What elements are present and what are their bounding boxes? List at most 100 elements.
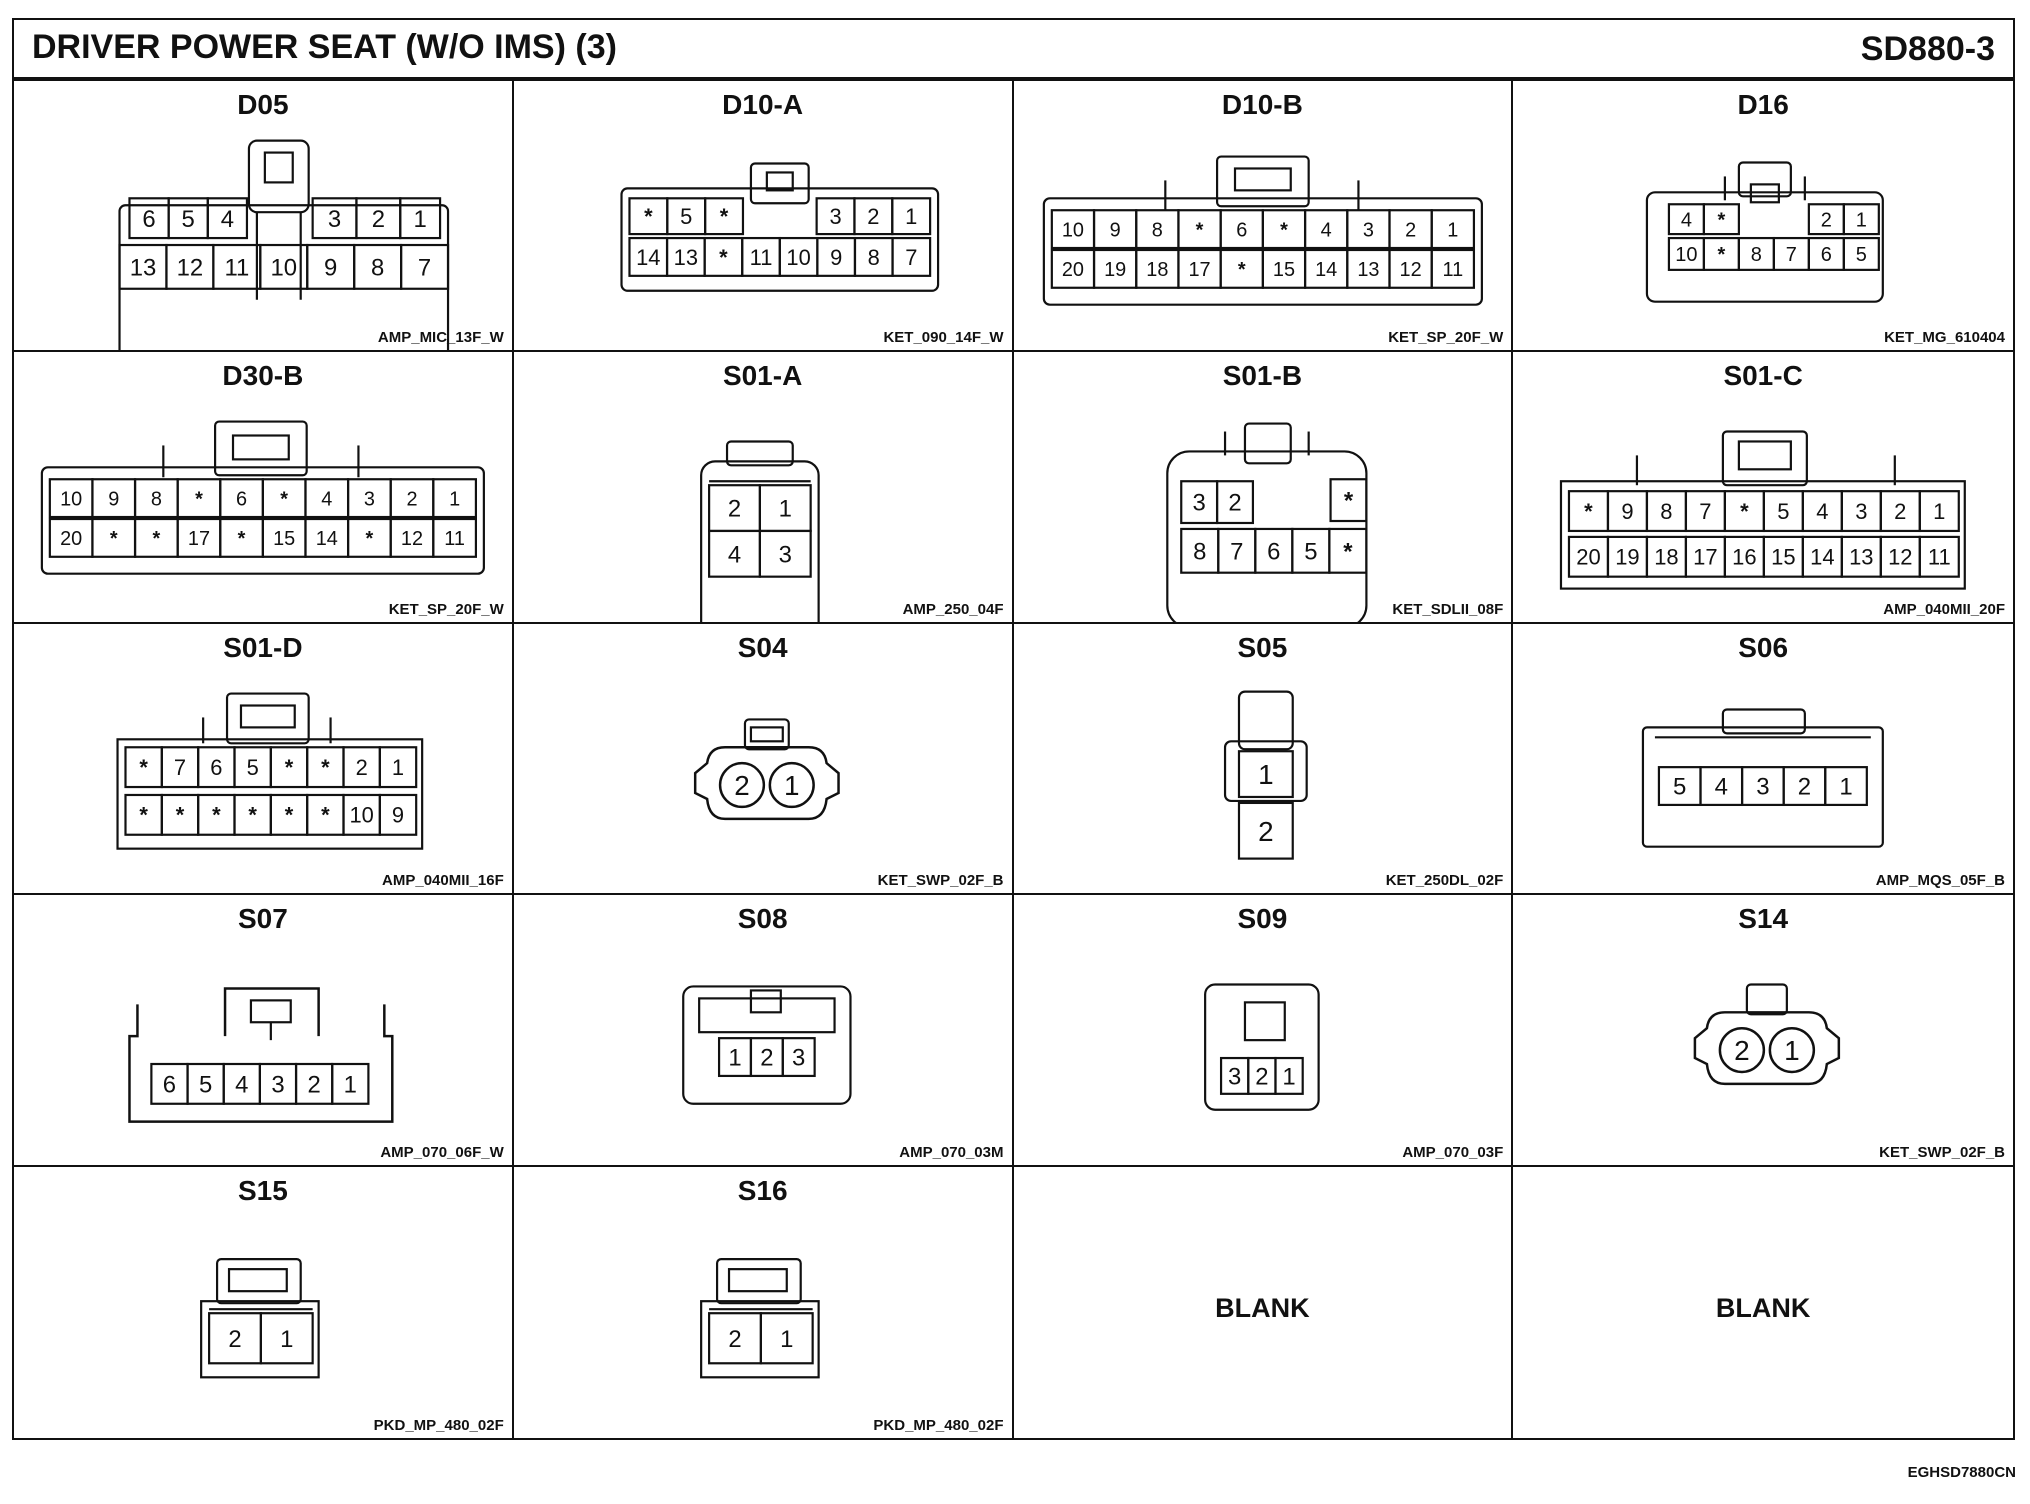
pin-label: 2 [1894, 499, 1906, 524]
pin-label: 13 [1849, 545, 1873, 570]
connector-name: S04 [737, 631, 788, 663]
pin-label: * [720, 204, 729, 229]
pin-label: * [285, 803, 294, 828]
pin-label: 3 [364, 489, 375, 511]
pin-label: 11 [224, 254, 249, 281]
pin-label: 11 [749, 245, 772, 270]
pin-label: 5 [199, 1072, 212, 1099]
pin-label: 6 [1267, 539, 1280, 566]
pin-cell [1237, 801, 1294, 860]
pin-label: * [1280, 219, 1288, 241]
pin-label: 11 [1928, 545, 1951, 570]
pin-label: 1 [1258, 759, 1274, 790]
pin-label: 4 [728, 542, 741, 569]
pin-label: 2 [1228, 490, 1241, 517]
pin-cell [1703, 203, 1741, 236]
blank-label: BLANK [1715, 1292, 1811, 1323]
pin-cell [378, 793, 418, 836]
connector-part-number: KET_SDLII_08F [1392, 600, 1504, 618]
pin-label: * [366, 528, 374, 550]
pin-label: * [176, 803, 185, 828]
pin-label: 3 [1756, 773, 1769, 800]
pin-label: 2 [728, 496, 741, 523]
pin-label: 3 [1855, 499, 1867, 524]
pin-label: 2 [372, 206, 385, 233]
connector-part-number: KET_SP_20F_W [1388, 329, 1504, 347]
pin-label: 7 [1786, 244, 1797, 266]
pin-circle [1768, 1027, 1816, 1074]
pin-label: 9 [108, 489, 119, 511]
pin-label: 1 [1840, 773, 1853, 800]
pin-label: * [321, 803, 330, 828]
pin-cell [331, 1063, 370, 1106]
pin-label: 4 [321, 489, 332, 511]
pin-label: 3 [1192, 490, 1205, 517]
pin-label: * [152, 528, 160, 550]
pin-label: 1 [414, 206, 427, 233]
blank-cell: BLANK [1513, 1167, 2013, 1438]
pin-label: 7 [1700, 499, 1712, 524]
pin-label: 8 [151, 489, 162, 511]
connector-name: S01-B [1222, 360, 1303, 392]
pin-label: 5 [247, 755, 259, 780]
pin-label: 3 [1362, 219, 1373, 241]
pin-label: 12 [177, 254, 204, 281]
pin-cell [1842, 236, 1881, 271]
pin-label: 5 [1856, 244, 1867, 266]
connector-name: S06 [1738, 631, 1789, 663]
pin-cell [1328, 478, 1368, 523]
pin-label: 11 [444, 528, 465, 550]
pin-label: 10 [786, 245, 810, 270]
pin-label: 4 [1320, 219, 1331, 241]
pin-cell [759, 1311, 814, 1364]
pin-label: 20 [60, 528, 82, 550]
pin-label: 6 [210, 755, 222, 780]
pin-label: 8 [1751, 244, 1762, 266]
pin-label: 13 [130, 254, 157, 281]
pin-circle [1718, 1027, 1766, 1074]
pin-label: 18 [1146, 259, 1168, 281]
connector-part-number: AMP_MQS_05F_B [1875, 872, 2005, 890]
pin-label: * [1343, 488, 1353, 515]
pin-label: * [1740, 499, 1749, 524]
pin-cell [1842, 203, 1881, 236]
pin-label: 5 [1304, 539, 1317, 566]
page-title: DRIVER POWER SEAT (W/O IMS) (3) [32, 28, 617, 66]
pin-label: 6 [1821, 244, 1832, 266]
pin-label: 2 [1798, 773, 1811, 800]
connector-part-number: KET_SWP_02F_B [1879, 1143, 2005, 1161]
pin-label: 14 [316, 528, 338, 550]
connector-part-number: KET_250DL_02F [1385, 872, 1504, 890]
connector-name: D16 [1737, 89, 1789, 120]
pin-label: 15 [273, 528, 295, 550]
pin-label: 4 [221, 206, 234, 233]
connector-shape: 12 [1223, 690, 1308, 860]
page-code: SD880-3 [1860, 30, 1995, 68]
connector-part-number: KET_MG_610404 [1884, 329, 2005, 347]
connector-part-number: PKD_MP_480_02F [373, 1416, 504, 1434]
pin-label: 14 [636, 245, 660, 270]
pin-cell [400, 243, 450, 290]
pin-cell [1430, 248, 1475, 289]
